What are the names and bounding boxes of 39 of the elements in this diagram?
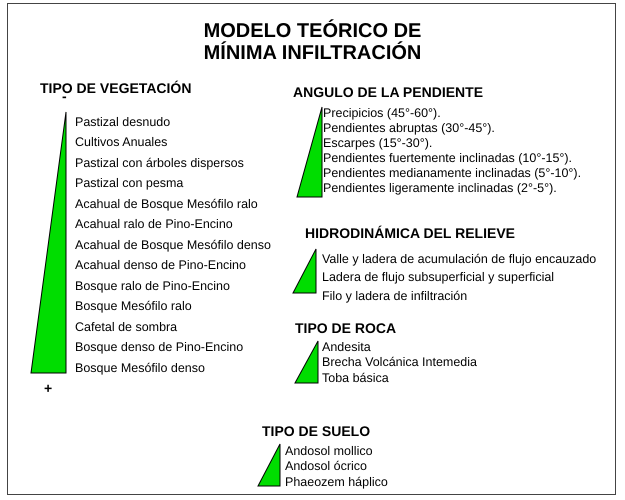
list-item: Toba básica	[322, 370, 389, 386]
list-item: Brecha Volcánica Intemedia	[322, 355, 477, 370]
list-item: Precipicios (45°-60°).	[323, 106, 441, 120]
list-item: Andosol ócrico	[285, 459, 367, 474]
list-item: Escarpes (15°-30°).	[323, 136, 432, 150]
list-item: Pendientes abruptas (30°-45°).	[323, 120, 495, 136]
list-item: Phaeozem háplico	[285, 474, 388, 490]
wedge-triangle	[294, 340, 318, 384]
list-item: Cultivos Anuales	[75, 135, 168, 150]
wedge-triangle	[292, 248, 316, 294]
list-item: Acahual ralo de Pino-Encino	[75, 217, 233, 232]
list-item: Pendientes fuertemente inclinadas (10°-15°).	[323, 150, 572, 166]
list-item: Bosque Mesófilo denso	[75, 360, 205, 376]
list-item: Andosol mollico	[285, 444, 373, 458]
list-item: Acahual de Bosque Mesófilo ralo	[75, 196, 258, 212]
section-heading: HIDRODINÁMICA DEL RELIEVE	[305, 225, 516, 241]
section-heading: TIPO DE SUELO	[262, 423, 370, 439]
section-heading: TIPO DE ROCA	[295, 320, 396, 336]
list-item: Pendientes ligeramente inclinadas (2°-5°).	[323, 180, 557, 196]
wedge-triangle	[296, 106, 322, 198]
list-item: Filo y ladera de infiltración	[322, 288, 468, 304]
list-item: Acahual de Bosque Mesófilo denso	[75, 238, 271, 252]
list-item: Acahual denso de Pino-Encino	[75, 258, 246, 273]
list-item: Pendientes medianamente inclinadas (5°-10°).	[323, 166, 582, 180]
list-item: Cafetal de sombra	[75, 320, 178, 334]
diagram-title: MODELO TEÓRICO DE MÍNIMA INFILTRACIÓN	[202, 20, 422, 64]
list-item: Pastizal con árboles dispersos	[75, 156, 244, 170]
wedge-triangle	[257, 444, 280, 486]
list-item: Pastizal con pesma	[75, 176, 184, 191]
list-item: Ladera de flujo subsuperficial y superficial	[322, 270, 554, 285]
list-item: Andesita	[322, 340, 371, 354]
list-item: Pastizal desnudo	[75, 114, 170, 130]
section-heading: ANGULO DE LA PENDIENTE	[293, 84, 484, 100]
list-item: Bosque ralo de Pino-Encino	[75, 278, 230, 294]
wedge-triangle	[30, 112, 66, 374]
list-item: Valle y ladera de acumulación de flujo encauzado	[322, 252, 596, 266]
list-item: Bosque Mesófilo ralo	[75, 299, 192, 314]
scale-end-label: +	[44, 380, 52, 396]
list-item: Bosque denso de Pino-Encino	[75, 340, 244, 355]
